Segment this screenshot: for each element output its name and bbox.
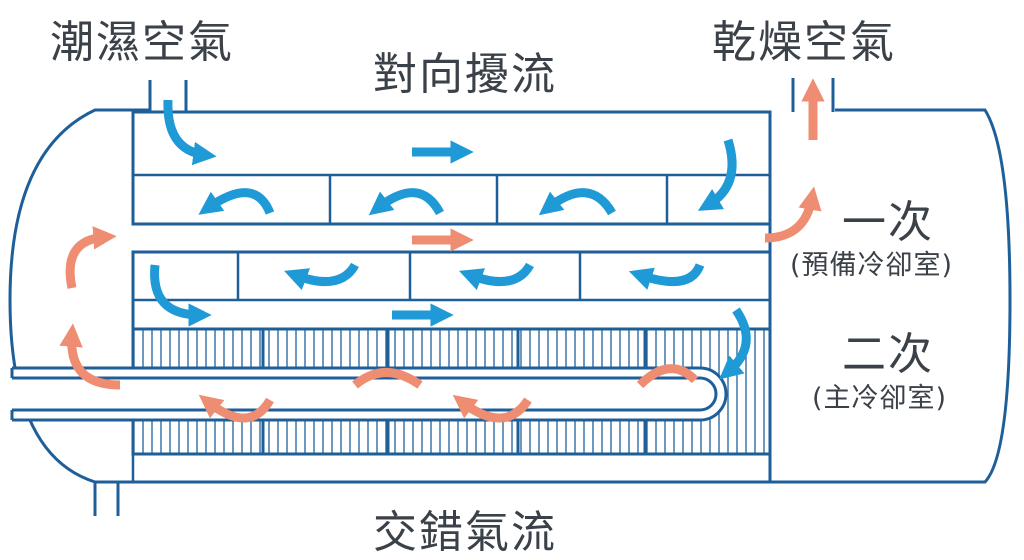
- dry-air-label: 乾燥空氣: [712, 17, 896, 68]
- refrigerant-tube-inner: [12, 376, 718, 412]
- dry-air-outlet: [791, 78, 835, 112]
- primary-sub-label: (預備冷卻室): [790, 250, 954, 281]
- humid-air-flow-arrows: [150, 99, 751, 380]
- vessel-shell: [8, 108, 1012, 484]
- primary-lower-block: [131, 250, 772, 331]
- primary-label: 一次: [842, 197, 934, 248]
- cross-flow-label: 交錯氣流: [373, 507, 557, 558]
- humid-air-inlet: [148, 80, 188, 112]
- secondary-label: 二次: [842, 329, 934, 380]
- counter-flow-label: 對向擾流: [373, 49, 557, 100]
- dry-air-flow-arrows: [59, 78, 825, 423]
- humid-air-label: 潮濕空氣: [50, 17, 234, 68]
- drain-pipe: [93, 482, 120, 516]
- primary-upper-block: [131, 110, 772, 226]
- secondary-sub-label: (主冷卻室): [812, 383, 948, 414]
